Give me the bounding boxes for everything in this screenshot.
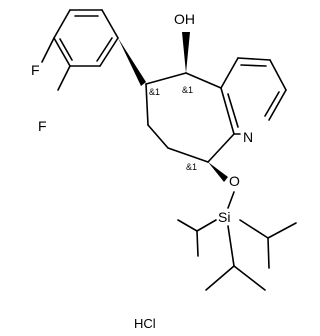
fluorine-bottom-label: F (38, 118, 47, 134)
stereo-label-c5: &1 (182, 85, 193, 95)
c-f-bond-top (41, 37, 55, 63)
pyridine-nitrogen-label: N (243, 129, 253, 145)
isopropyl-left (177, 219, 217, 257)
wedge-bond-hydroxyl (182, 32, 190, 73)
c-f-bond-bottom (57, 65, 71, 91)
isopropyl-bottom (205, 225, 266, 291)
chemical-structure-canvas: F F OH N O Si (31, 9, 297, 331)
fluorine-top-label: F (31, 62, 40, 78)
silicon-label: Si (218, 209, 230, 225)
difluorophenyl-ring (53, 9, 119, 67)
o-si-bond (227, 191, 235, 209)
cycloheptane-ring (145, 72, 235, 163)
hydroxyl-label: OH (174, 11, 195, 27)
stereo-label-c9: &1 (186, 162, 197, 172)
stereo-label-c6: &1 (149, 87, 160, 97)
molecule-drawing: F F OH N O Si (31, 9, 297, 331)
wedge-bond-aryl (118, 38, 146, 86)
wedge-bond-silyl-ether (208, 162, 228, 182)
isopropyl-right (239, 219, 297, 269)
pyridine-ring (220, 57, 287, 135)
ether-oxygen-label: O (229, 173, 240, 189)
hcl-salt-label: HCl (134, 316, 156, 331)
